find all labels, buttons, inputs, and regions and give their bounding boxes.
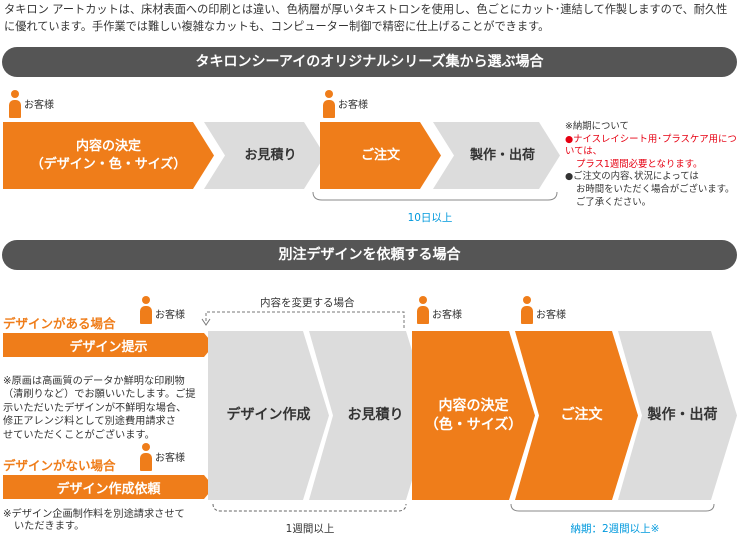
with-design-note: ※原画は高画質のデータか鮮明な印刷物 （清刷りなど）でお願いいたします。ご提 示… (3, 376, 196, 441)
flow2-step-design: デザイン作成 (208, 331, 329, 500)
without-design-label: デザインがない場合 (3, 458, 116, 473)
customer-icon (139, 443, 153, 471)
customer-icon (139, 296, 153, 324)
customer-icon (416, 296, 430, 324)
duration-bracket-2 (212, 503, 407, 512)
flow1-step-ship: 製作・出荷 (433, 122, 560, 189)
flow1-step-decide: 内容の決定（デザイン・色・サイズ） (3, 122, 214, 189)
customer-label: お客様 (338, 100, 368, 111)
without-design-tab: デザイン作成依頼 (3, 475, 214, 499)
flow2-step-decide: 内容の決定（色・サイズ） (412, 331, 535, 500)
with-design-tab: デザイン提示 (3, 333, 214, 357)
change-feedback-line (201, 311, 405, 328)
customer-icon (520, 296, 534, 324)
customer-label: お客様 (155, 310, 185, 321)
customer-label: お客様 (155, 453, 185, 464)
with-design-label: デザインがある場合 (3, 316, 116, 331)
customer-label: お客様 (24, 100, 54, 111)
delivery-notes: ※納期について ●ナイスレイシート用･プラスケア用については、 プラス1週間必要… (565, 121, 737, 208)
without-design-note: ※デザイン企画制作料を別途請求させて いただきます。 (3, 509, 185, 532)
duration-label-1: 1週間以上 (285, 523, 335, 535)
intro-text: タキロン アートカットは、床材表面への印刷とは違い、色柄層が厚いタキストロンを使… (4, 3, 728, 33)
duration-label: 10日以上 (407, 212, 453, 224)
duration-bracket-3 (510, 503, 715, 512)
duration-label-2: 納期：2週間以上※ (570, 523, 660, 535)
customer-label: お客様 (536, 310, 566, 321)
flow1-step-order: ご注文 (320, 122, 441, 189)
customer-icon (322, 90, 336, 118)
customer-label: お客様 (432, 310, 462, 321)
flow1-step-estimate: お見積り (204, 122, 325, 189)
duration-bracket-1 (312, 191, 558, 201)
customer-icon (8, 90, 22, 118)
section2-banner: 別注デザインを依頼する場合 (2, 240, 737, 270)
change-note: 内容を変更する場合 (260, 297, 355, 309)
section1-banner: タキロンシーアイのオリジナルシリーズ集から選ぶ場合 (2, 47, 737, 77)
